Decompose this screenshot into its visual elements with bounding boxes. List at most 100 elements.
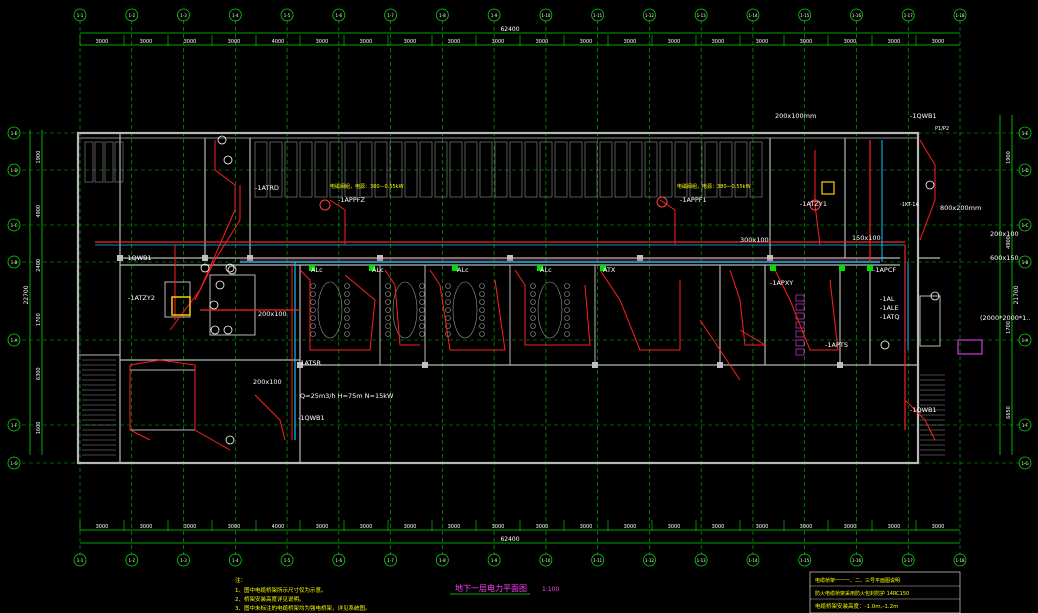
tray-label-600x150: 600x150	[990, 254, 1019, 262]
dimension-value: 3000	[624, 39, 637, 45]
dimension-value: 3000	[668, 39, 681, 45]
device-circle	[930, 291, 940, 301]
title-block: 电缆桥架一一一、二、三号平面图说明 防火电缆桥架采用防火包封防护 14RC150…	[809, 571, 961, 613]
bottom-dimension-chain	[80, 529, 960, 544]
left-dimension-chain	[29, 130, 43, 455]
chair	[419, 291, 425, 297]
drawing-scale: 1:100	[542, 586, 559, 593]
parking-bay	[479, 141, 493, 198]
axis-bubble	[591, 8, 605, 22]
label-apxy: -1APXY	[770, 279, 793, 287]
tray-label-800x200: 800x200mm	[940, 204, 981, 212]
distribution-box-symbol	[839, 265, 845, 271]
drawing-notes: 注： 1、图中电缆桥架所示尺寸仅为示意。 2、桥架安装高度详见说明。 3、图中未…	[235, 576, 371, 612]
chair	[445, 323, 451, 329]
chair	[310, 291, 316, 297]
axis-bubble-label: 1-10	[541, 13, 551, 18]
axis-bubble	[125, 553, 139, 567]
axis-bubble-label: 1-1	[77, 13, 84, 18]
device-circle	[210, 325, 220, 335]
bay-left	[104, 141, 114, 183]
axis-bubble-label: 1-18	[955, 558, 965, 563]
parking-bay	[389, 141, 403, 198]
axis-bubble-label: 1-17	[904, 13, 914, 18]
chair	[445, 299, 451, 305]
dimension-value: 3000	[360, 39, 373, 45]
label-ale: -1ALE	[880, 304, 899, 312]
column	[592, 362, 598, 368]
panel-unit	[795, 321, 805, 329]
dimension-value: 3000	[800, 39, 813, 45]
chair	[310, 323, 316, 329]
device-circle	[225, 263, 235, 273]
chair	[479, 299, 485, 305]
chair	[344, 299, 350, 305]
axis-bubble	[384, 553, 397, 567]
distribution-box-symbol	[867, 265, 873, 271]
axis-bubble	[850, 553, 863, 567]
chair	[385, 315, 391, 321]
dimension-value: 3000	[140, 39, 153, 45]
parking-bay	[554, 141, 568, 198]
chair	[344, 331, 350, 337]
axis-bubble	[7, 456, 21, 470]
axis-bubble	[694, 8, 708, 22]
overall-dimension-bottom: 62400	[500, 536, 519, 543]
axis-bubble-label: 1-5	[284, 558, 291, 563]
axis-bubble	[901, 8, 915, 22]
axis-bubble	[1018, 163, 1032, 177]
label-appf1-spec: 电磁阀组，电源：380—0.55kW	[677, 183, 751, 190]
bay-left	[94, 141, 104, 183]
left-total-dimension: 22700	[23, 285, 30, 304]
dimension-value: 3000	[184, 524, 197, 530]
distribution-box-symbol	[600, 265, 606, 271]
axis-bubble	[850, 8, 863, 22]
axis-bubble-label: 1-13	[697, 13, 707, 18]
dimension-value: 6300	[36, 367, 42, 380]
pit-symbol	[957, 339, 983, 355]
axis-bubble	[643, 553, 656, 567]
axis-bubble	[953, 8, 967, 22]
axis-bubble-label: 1-C	[11, 223, 18, 228]
axis-bubble-label: 1-14	[748, 13, 758, 18]
label-qwb1-top: -1QWB1	[910, 112, 937, 120]
chair	[385, 299, 391, 305]
parking-bay	[254, 141, 268, 198]
dimension-value: 3000	[888, 39, 901, 45]
axis-bubble	[1018, 126, 1032, 140]
dimension-value: 3000	[404, 39, 417, 45]
label-qwb1-left: -1QWB1	[125, 254, 152, 262]
parking-bay	[494, 141, 508, 198]
parking-bay	[509, 141, 523, 198]
distribution-box-symbol	[770, 265, 776, 271]
column	[247, 255, 253, 261]
chair	[530, 283, 536, 289]
parking-bay	[659, 141, 673, 198]
parking-bay	[674, 141, 688, 198]
dimension-value: 3000	[404, 524, 417, 530]
dimension-value: 1900	[36, 151, 42, 164]
equipment-labels: -1ATRD -1APPFZ 电磁阀组，电源：380—0.55kW -1APPF…	[125, 112, 949, 422]
chair	[344, 307, 350, 313]
pump-symbol	[171, 296, 191, 316]
device-circle	[925, 180, 935, 190]
chair	[564, 291, 570, 297]
axis-bubble	[591, 553, 605, 567]
parking-bay	[614, 141, 628, 198]
dimension-value: 6650	[1006, 406, 1012, 419]
axis-bubble-label: 1-A	[1022, 338, 1029, 343]
axis-bubble	[1018, 418, 1032, 432]
chair	[564, 307, 570, 313]
axis-bubble-label: 1-8	[439, 558, 446, 563]
row-axis-bubbles-right: 1-E1-D1-C1-B1-A1-F1-G	[1018, 126, 1032, 470]
bay-left	[114, 141, 124, 183]
device-circle	[209, 300, 219, 310]
pump-spec-label: Q=25m3/h H=75m N=15kW	[300, 392, 394, 400]
label-alc-3: ALc	[457, 266, 469, 274]
parking-bay	[749, 141, 763, 198]
dimension-value: 1900	[1006, 151, 1012, 164]
axis-grid	[15, 20, 1030, 555]
dimension-value: 1700	[1006, 321, 1012, 334]
